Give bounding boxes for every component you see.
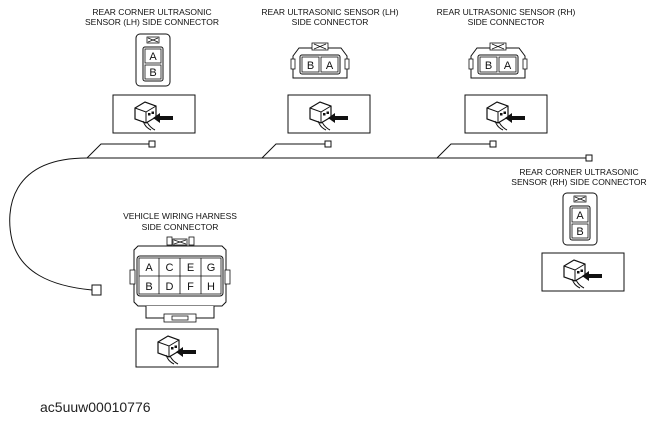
pin-e: E	[187, 262, 194, 274]
rear-corner-lh-label-line1: REAR CORNER ULTRASONIC	[92, 7, 211, 17]
harness-connector-group: VEHICLE WIRING HARNESS SIDE CONNECTOR A …	[123, 211, 237, 368]
rear-sensor-lh-label-line2: SIDE CONNECTOR	[292, 17, 369, 27]
pin-c: C	[166, 262, 174, 274]
harness-label-line1: VEHICLE WIRING HARNESS	[123, 211, 237, 221]
pin-b: B	[145, 281, 152, 293]
pin-h: H	[207, 281, 215, 293]
harness-connector: A C E G B D F H	[129, 236, 231, 323]
pin-g: G	[207, 262, 216, 274]
rear-corner-rh-label-line1: REAR CORNER ULTRASONIC	[519, 167, 638, 177]
probe-icon	[464, 94, 548, 134]
pin-f: F	[187, 281, 194, 293]
probe-icon	[135, 328, 219, 368]
rear-sensor-rh-label-line1: REAR ULTRASONIC SENSOR (RH)	[437, 7, 576, 17]
rear-sensor-rh-connector: B A	[468, 42, 528, 79]
pin-a: A	[326, 60, 334, 72]
figure-id: ac5uuw00010776	[40, 399, 151, 415]
wire-terminal	[585, 154, 593, 162]
branch-rear-sensor-lh	[261, 143, 325, 159]
pin-a: A	[145, 262, 153, 274]
pin-a: A	[149, 51, 157, 63]
branch-rear-sensor-rh	[436, 143, 490, 159]
pin-a: A	[576, 210, 584, 222]
probe-icon	[112, 94, 196, 134]
rear-corner-lh-label-line2: SENSOR (LH) SIDE CONNECTOR	[85, 17, 219, 27]
pin-b: B	[576, 226, 583, 238]
rear-sensor-rh-group: REAR ULTRASONIC SENSOR (RH) SIDE CONNECT…	[437, 7, 576, 134]
rear-corner-rh-label-line2: SENSOR (RH) SIDE CONNECTOR	[511, 177, 646, 187]
pin-d: D	[166, 281, 174, 293]
rear-sensor-rh-label-line2: SIDE CONNECTOR	[468, 17, 545, 27]
pin-a: A	[504, 60, 512, 72]
rear-sensor-lh-group: REAR ULTRASONIC SENSOR (LH) SIDE CONNECT…	[261, 7, 399, 134]
rear-corner-rh-group: REAR CORNER ULTRASONIC SENSOR (RH) SIDE …	[511, 167, 647, 292]
rear-sensor-lh-label-line1: REAR ULTRASONIC SENSOR (LH)	[261, 7, 398, 17]
branch-rear-corner-lh	[86, 143, 149, 159]
probe-icon	[541, 252, 625, 292]
harness-loop	[9, 157, 93, 291]
probe-icon	[287, 94, 371, 134]
pin-b: B	[485, 60, 492, 72]
wire-terminal	[489, 140, 497, 148]
harness-wiring	[9, 140, 593, 296]
pin-b: B	[307, 60, 314, 72]
wire-terminal	[324, 140, 332, 148]
rear-corner-rh-connector: A B	[562, 192, 598, 246]
wire-terminal	[148, 140, 156, 148]
harness-label-line2: SIDE CONNECTOR	[142, 222, 219, 232]
harness-terminal	[91, 284, 102, 296]
rear-corner-lh-group: REAR CORNER ULTRASONIC SENSOR (LH) SIDE …	[85, 7, 219, 134]
rear-sensor-lh-connector: B A	[290, 42, 350, 79]
rear-corner-lh-connector: A B	[135, 33, 171, 87]
pin-b: B	[149, 67, 156, 79]
